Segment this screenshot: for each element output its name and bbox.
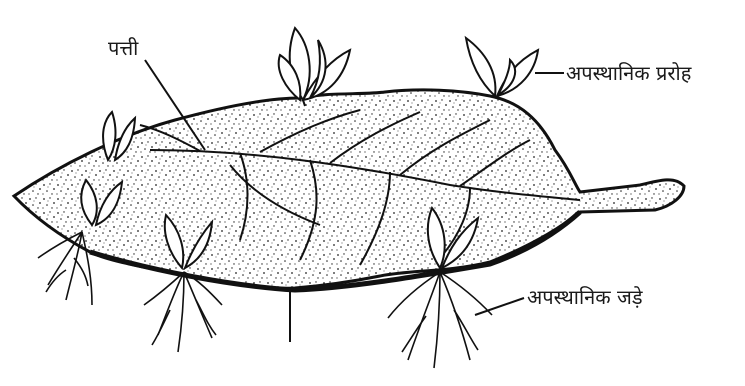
label-adventitious-shoot: अपस्थानिक प्ररोह (566, 63, 691, 83)
label-adventitious-roots: अपस्थानिक जड़े (527, 287, 643, 307)
roots-left (38, 232, 92, 305)
shoot-top-right (466, 38, 538, 96)
label-leaf: पत्ती (108, 38, 138, 58)
roots-bottom-center (388, 272, 492, 368)
leader-root (475, 298, 524, 315)
roots-bottom-left (144, 272, 222, 352)
